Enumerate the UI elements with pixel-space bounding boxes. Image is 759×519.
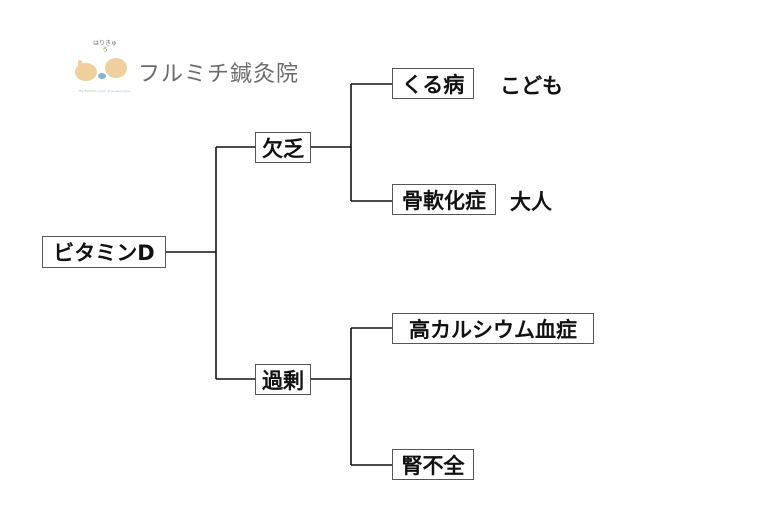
osteomalacia-note: 大人 — [510, 190, 552, 214]
excess-node: 過剰 — [255, 364, 311, 395]
hypercalcemia-node: 高カルシウム血症 — [392, 313, 594, 344]
logo-name: フルミチ鍼灸院 — [138, 62, 300, 87]
deficiency-node: 欠乏 — [255, 132, 311, 163]
logo-vertical-text: はりきゅう — [92, 40, 117, 54]
hands-logo-icon — [75, 58, 127, 81]
rickets-node: くる病 — [392, 68, 474, 99]
clinic-logo: はりきゅう The Fulmichi Clinic of Acupuncture… — [72, 38, 312, 100]
root-node: ビタミンD — [42, 236, 166, 268]
rickets-note: こども — [500, 74, 563, 98]
osteomalacia-node: 骨軟化症 — [392, 184, 496, 215]
renal-failure-node: 腎不全 — [392, 449, 474, 480]
logo-tagline: The Fulmichi Clinic of Acupuncture — [78, 89, 130, 93]
